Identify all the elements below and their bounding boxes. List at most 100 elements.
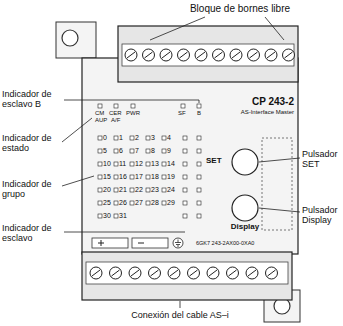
slave-number: 5 [103,147,114,155]
product-subtitle: AS-Interface Master [214,109,294,116]
leader-line [62,176,94,186]
led-indicators [98,104,201,218]
screw-slot [250,52,258,58]
led-square [197,162,201,166]
screw-slot [162,52,170,58]
leader-line [150,17,205,40]
terminal-screw [227,267,239,279]
slave-number: 0 [103,134,114,142]
led-square [183,175,187,179]
terminal-screw [207,267,219,279]
module-housing [82,58,298,254]
slave-number: 2 [135,134,146,142]
led-square [98,162,102,166]
callout-label: Indicador de esclavo B [2,90,64,110]
terminal-screw [230,49,242,61]
led-square [114,136,118,140]
slave-number: 17 [135,173,146,181]
led-square [114,162,118,166]
led-caption: CM [95,110,109,117]
slave-number: 9 [167,147,178,155]
screw-slot [131,270,139,276]
slave-number: 15 [103,173,114,181]
led-square [114,188,118,192]
led-square [146,175,150,179]
slave-number: 14 [167,160,178,168]
screw-slot [112,270,120,276]
slave-number: 20 [103,186,114,194]
polarity-box [132,238,168,248]
set-button [232,149,258,175]
slave-number: 10 [103,160,114,168]
led-square [131,104,135,108]
led-square [98,188,102,192]
button-caption: SET [206,157,232,166]
screw-slot [267,52,275,58]
led-square [98,136,102,140]
led-square [162,162,166,166]
terminal-screw [213,49,225,61]
led-square [146,136,150,140]
screw-slot [209,270,217,276]
terminal-screw [149,267,161,279]
mounting-tab [56,22,96,58]
terminal-screw [178,49,190,61]
terminal-strip [122,44,294,66]
led-square [114,175,118,179]
led-square [130,175,134,179]
polarity-symbol [98,240,144,246]
led-square [162,188,166,192]
terminal-screws [90,267,278,279]
slave-number: 19 [167,173,178,181]
led-square [162,175,166,179]
callout-label: Indicador de grupo [2,180,62,200]
terminal-strip [86,262,288,284]
slave-number: 25 [103,199,114,207]
slave-number: 30 [103,212,114,220]
leader-line [265,17,284,40]
screw-slot [248,270,256,276]
led-square [183,136,187,140]
slave-number: 6 [119,147,130,155]
led-square [183,149,187,153]
slave-number: 18 [151,173,162,181]
led-caption: A/F [111,117,127,124]
terminal-screw [90,267,102,279]
led-caption: SF [178,110,190,117]
slave-number: 27 [135,199,146,207]
led-square [130,188,134,192]
slave-number: 4 [167,134,178,142]
led-square [197,214,201,218]
terminal-screw [248,49,260,61]
screw-slot [268,270,276,276]
callout-label: Indicador de estado [2,134,62,154]
led-square [197,201,201,205]
led-square [114,149,118,153]
led-square [181,104,185,108]
slave-number: 22 [135,186,146,194]
slave-number: 31 [119,212,130,220]
led-square [98,149,102,153]
led-square [197,175,201,179]
slave-number: 3 [151,134,162,142]
screw-slot [92,270,100,276]
led-square [114,214,118,218]
order-number: 6GK7 243-2AX00-0XA0 [196,240,262,246]
led-square [162,201,166,205]
terminal-screw [143,49,155,61]
slave-number: 21 [119,186,130,194]
slave-number: 29 [167,199,178,207]
screw-slot [229,270,237,276]
leader-line [62,118,92,142]
led-square [98,104,102,108]
led-square [130,136,134,140]
screw-slot [145,52,153,58]
led-square [98,175,102,179]
button-caption: Display [222,223,268,232]
led-square [146,188,150,192]
led-square [114,104,118,108]
terminal-block [118,26,298,82]
led-square [146,149,150,153]
polarity-box [92,238,128,248]
